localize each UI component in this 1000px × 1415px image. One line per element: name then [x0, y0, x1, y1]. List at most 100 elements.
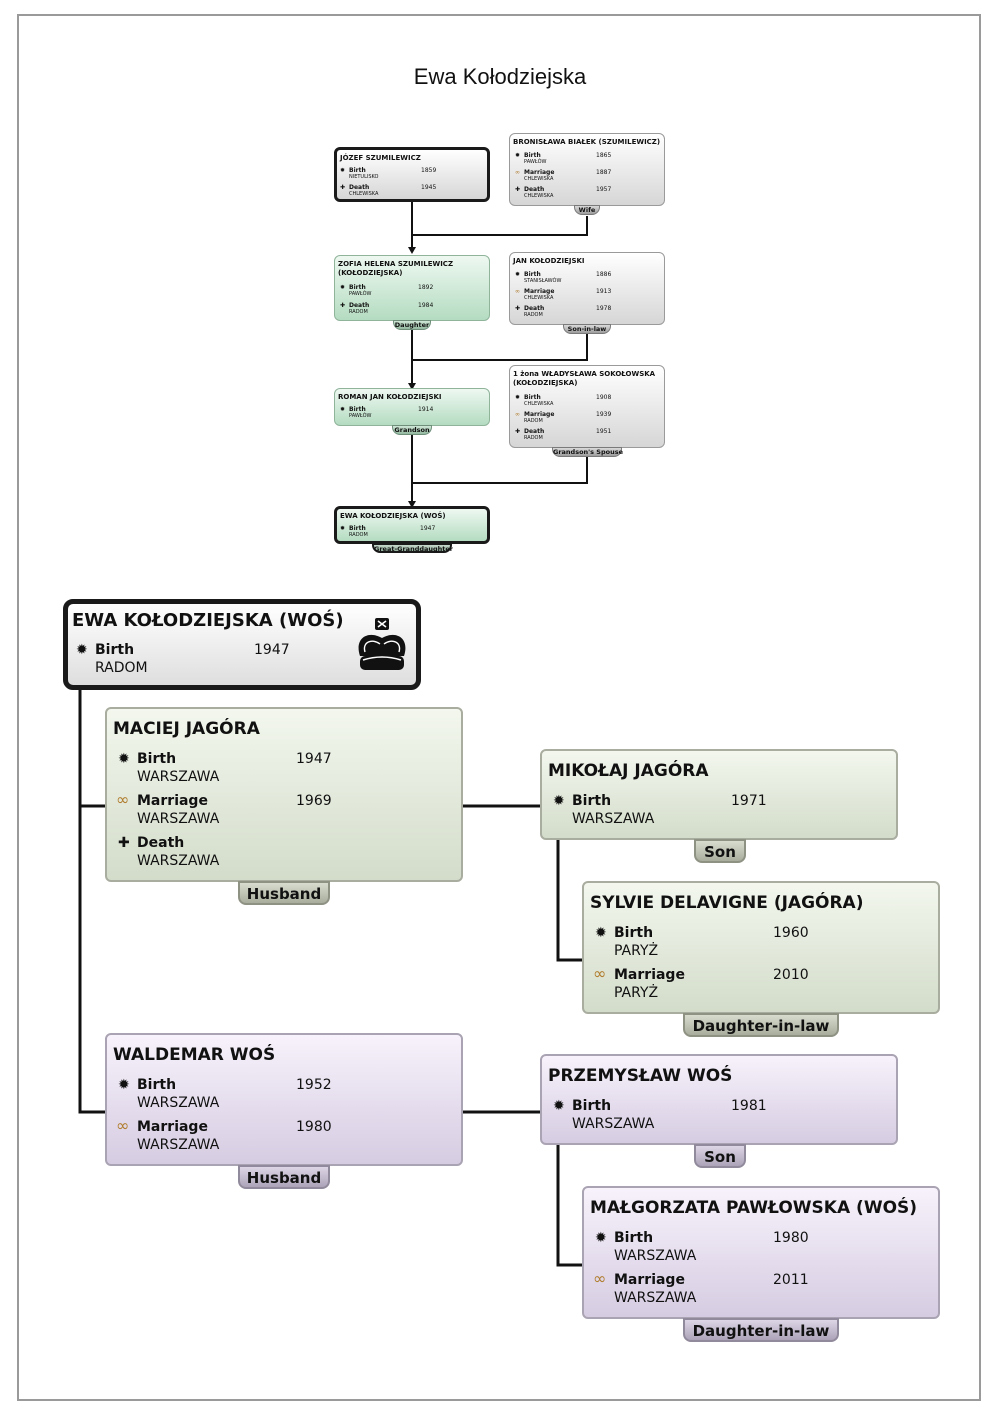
- connector-line: [556, 1144, 583, 1267]
- person-name: BRONISŁAWA BIAŁEK (SZUMILEWICZ): [513, 138, 661, 146]
- person-card-mikolaj-jagora[interactable]: MIKOŁAJ JAGÓRA ✹ Birth WARSZAWA 1971: [540, 749, 898, 840]
- person-card-sylvie-delavigne[interactable]: SYLVIE DELAVIGNE (JAGÓRA) ✹ Birth PARYŻ …: [582, 881, 940, 1014]
- person-card-malgorzata-pawlowska[interactable]: MAŁGORZATA PAWŁOWSKA (WOŚ) ✹ Birth WARSZ…: [582, 1186, 940, 1319]
- person-card-bronislawa-bialek[interactable]: BRONISŁAWA BIAŁEK (SZUMILEWICZ) ✹ Birth …: [509, 133, 665, 206]
- birth-event: ✹ Birth NIETULISKO 1859: [340, 167, 488, 181]
- death-event: ✚ Death RADOM 1951: [515, 428, 663, 442]
- person-card-wladyslawa-sokolowska[interactable]: 1 żona WŁADYSŁAWA SOKOŁOWSKA (KOŁODZIEJS…: [509, 365, 665, 448]
- event-place: WARSZAWA: [614, 1290, 697, 1306]
- birth-event: ✹ Birth PAWŁÓW 1865: [515, 152, 663, 166]
- event-label: Birth: [614, 925, 654, 941]
- event-place: PARYŻ: [614, 985, 659, 1001]
- event-label: Marriage: [524, 169, 555, 176]
- birth-event: ✹ Birth RADOM 1947: [76, 642, 316, 680]
- birth-star-icon: ✹: [515, 152, 521, 159]
- birth-star-icon: ✹: [340, 406, 346, 413]
- marriage-rings-icon: ∞: [116, 1116, 130, 1135]
- event-place: NIETULISKO: [349, 174, 379, 180]
- person-card-ewa-kolodziejska-main[interactable]: EWA KOŁODZIEJSKA (WOŚ) ✹ Birth RADOM 194…: [63, 599, 421, 690]
- event-place: WARSZAWA: [137, 1095, 220, 1111]
- connector-line: [412, 216, 588, 236]
- relation-tag: Wife: [574, 205, 600, 215]
- person-name: MAŁGORZATA PAWŁOWSKA (WOŚ): [590, 1198, 918, 1218]
- relation-tag: Husband: [238, 1165, 330, 1189]
- event-place: RADOM: [349, 532, 368, 538]
- marriage-rings-icon: ∞: [593, 1269, 607, 1288]
- death-event: ✚ Death CHLEWISKA 1957: [515, 186, 663, 200]
- birth-star-icon: ✹: [595, 925, 607, 941]
- birth-star-icon: ✹: [515, 271, 521, 278]
- event-place: PAWŁÓW: [349, 413, 372, 419]
- birth-event: ✹ Birth RADOM 1947: [340, 525, 488, 539]
- event-label: Birth: [524, 152, 541, 159]
- person-card-jozef-szumilewicz[interactable]: JÓZEF SZUMILEWICZ ✹ Birth NIETULISKO 185…: [334, 147, 490, 202]
- marriage-event: ∞ Marriage CHLEWISKA 1887: [515, 169, 663, 183]
- person-name-line1: ZOFIA HELENA SZUMILEWICZ: [338, 260, 454, 268]
- event-place: WARSZAWA: [137, 1137, 220, 1153]
- event-year: 1939: [596, 411, 612, 418]
- arrow-head: [408, 501, 416, 508]
- event-label: Birth: [572, 1098, 612, 1114]
- birth-event: ✹ Birth WARSZAWA 1980: [595, 1230, 925, 1268]
- event-year: 1859: [421, 167, 437, 174]
- birth-event: ✹ Birth CHLEWISKA 1908: [515, 394, 663, 408]
- person-card-roman-kolodziejski[interactable]: ROMAN JAN KOŁODZIEJSKI ✹ Birth PAWŁÓW 19…: [334, 388, 490, 426]
- birth-star-icon: ✹: [515, 394, 521, 401]
- event-year: 1984: [418, 302, 434, 309]
- death-event: ✚ Death RADOM 1978: [515, 305, 663, 319]
- event-year: 1892: [418, 284, 434, 291]
- event-label: Death: [349, 184, 370, 191]
- person-name: WALDEMAR WOŚ: [113, 1045, 276, 1065]
- person-card-ewa-kolodziejska-small[interactable]: EWA KOŁODZIEJSKA (WOŚ) ✹ Birth RADOM 194…: [334, 506, 490, 544]
- birth-star-icon: ✹: [595, 1230, 607, 1246]
- birth-star-icon: ✹: [340, 525, 346, 532]
- birth-event: ✹ Birth WARSZAWA 1952: [118, 1077, 448, 1115]
- birth-event: ✹ Birth STANISŁAWÓW 1886: [515, 271, 663, 285]
- event-place: CHLEWISKA: [524, 193, 554, 199]
- event-label: Birth: [137, 1077, 177, 1093]
- birth-star-icon: ✹: [340, 167, 346, 174]
- relation-tag: Daughter-in-law: [683, 1013, 839, 1037]
- event-place: PAWŁÓW: [524, 159, 547, 165]
- event-label: Marriage: [614, 1272, 685, 1288]
- event-label: Death: [349, 302, 370, 309]
- event-place: WARSZAWA: [572, 811, 655, 827]
- marriage-rings-icon: ∞: [515, 169, 520, 176]
- event-label: Birth: [349, 284, 366, 291]
- person-card-maciej-jagora[interactable]: MACIEJ JAGÓRA ✹ Birth WARSZAWA 1947 ∞ Ma…: [105, 707, 463, 882]
- event-place: WARSZAWA: [614, 1248, 697, 1264]
- death-cross-icon: ✚: [515, 186, 521, 193]
- marriage-event: ∞ Marriage WARSZAWA 1980: [116, 1116, 448, 1157]
- event-label: Marriage: [614, 967, 685, 983]
- event-label: Marriage: [524, 411, 555, 418]
- arrow-head: [408, 247, 416, 254]
- relation-tag: Daughter-in-law: [683, 1318, 839, 1342]
- person-card-jan-kolodziejski[interactable]: JAN KOŁODZIEJSKI ✹ Birth STANISŁAWÓW 188…: [509, 252, 665, 325]
- death-cross-icon: ✚: [340, 184, 346, 191]
- arrow-head: [408, 383, 416, 390]
- connector-line: [556, 838, 583, 962]
- birth-star-icon: ✹: [76, 642, 88, 658]
- person-card-zofia-szumilewicz[interactable]: ZOFIA HELENA SZUMILEWICZ (KOŁODZIEJSKA) …: [334, 255, 490, 321]
- person-name: EWA KOŁODZIEJSKA (WOŚ): [340, 512, 446, 520]
- event-label: Death: [524, 186, 545, 193]
- event-label: Death: [137, 835, 185, 851]
- birth-event: ✹ Birth PARYŻ 1960: [595, 925, 925, 963]
- event-place: PAWŁÓW: [349, 291, 372, 297]
- relation-tag: Son-in-law: [563, 324, 611, 334]
- person-card-waldemar-wos[interactable]: WALDEMAR WOŚ ✹ Birth WARSZAWA 1952 ∞ Mar…: [105, 1033, 463, 1166]
- event-year: 1960: [773, 925, 809, 941]
- event-place: RADOM: [95, 660, 148, 676]
- person-name: JÓZEF SZUMILEWICZ: [340, 154, 421, 162]
- birth-star-icon: ✹: [118, 1077, 130, 1093]
- event-label: Marriage: [137, 1119, 208, 1135]
- death-cross-icon: ✚: [118, 835, 130, 851]
- page-frame: [17, 14, 981, 1401]
- person-name: PRZEMYSŁAW WOŚ: [548, 1066, 733, 1086]
- event-year: 2010: [773, 967, 809, 983]
- event-label: Birth: [137, 751, 177, 767]
- person-card-przemyslaw-wos[interactable]: PRZEMYSŁAW WOŚ ✹ Birth WARSZAWA 1981: [540, 1054, 898, 1145]
- event-place: STANISŁAWÓW: [524, 278, 562, 284]
- death-event: ✚ Death RADOM 1984: [340, 302, 488, 316]
- event-year: 1971: [731, 793, 767, 809]
